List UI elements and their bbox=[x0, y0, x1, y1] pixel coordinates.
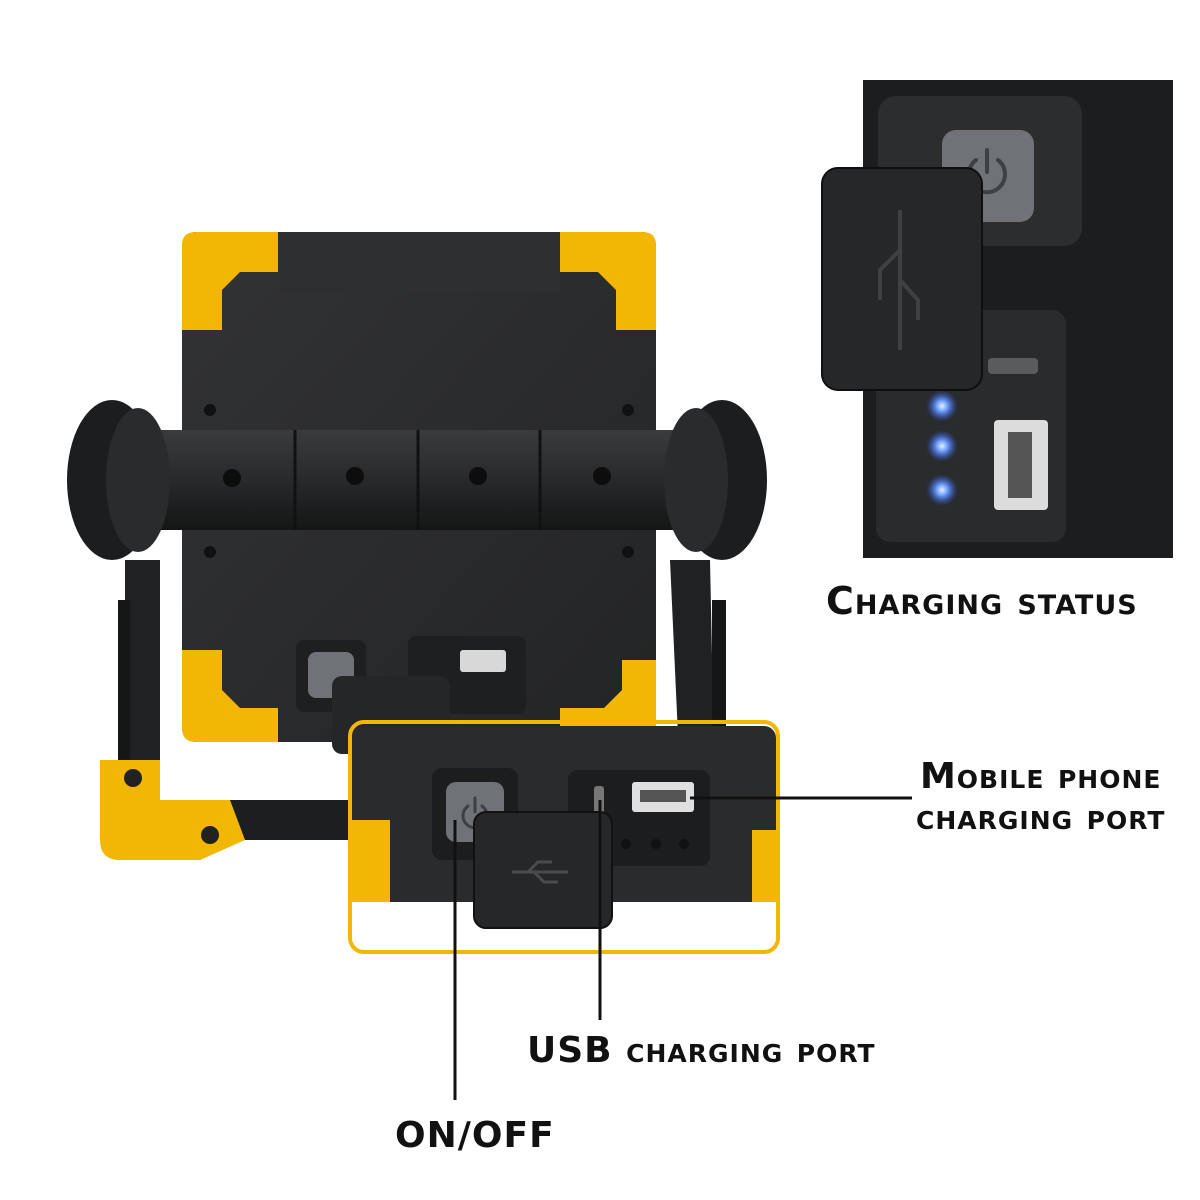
inset-usb-cover bbox=[473, 811, 613, 929]
label-on-off: ON/OFF bbox=[395, 1115, 555, 1156]
panel-top-plate bbox=[280, 232, 560, 292]
control-zoom-inset bbox=[348, 720, 780, 954]
hinge-hole bbox=[223, 469, 241, 487]
panel-screw bbox=[622, 404, 634, 416]
inset-led bbox=[651, 839, 661, 849]
charging-status-closeup bbox=[821, 80, 1173, 558]
work-light-body bbox=[67, 232, 767, 860]
hinge-bar bbox=[130, 430, 710, 530]
hinge-hole bbox=[593, 467, 611, 485]
corner-guard-bottom-left bbox=[182, 650, 278, 742]
hinge-hole bbox=[346, 467, 364, 485]
panel-usb-port bbox=[460, 650, 506, 672]
panel-screw bbox=[204, 546, 216, 558]
hinge-hole bbox=[469, 467, 487, 485]
charging-led bbox=[926, 430, 958, 462]
corner-guard-top-left bbox=[182, 232, 278, 330]
label-mobile-phone-charging-port: Mobile phone charging port bbox=[916, 756, 1165, 839]
closeup-micro-usb-port bbox=[988, 358, 1038, 374]
usb-symbol-icon bbox=[878, 210, 920, 350]
bracket-screw bbox=[201, 826, 219, 844]
charging-led bbox=[926, 390, 958, 422]
bracket-screw bbox=[124, 769, 142, 787]
label-charging-status: Charging status bbox=[826, 579, 1138, 623]
label-usb-charging-port: USB charging port bbox=[527, 1030, 876, 1071]
panel-screw bbox=[622, 546, 634, 558]
label-mobile-line2: charging port bbox=[916, 797, 1166, 839]
left-stand-leg bbox=[125, 560, 160, 800]
stand-hinge-bracket bbox=[100, 760, 245, 860]
usb-symbol-icon bbox=[512, 860, 568, 884]
inset-led bbox=[679, 839, 689, 849]
left-stand-grip bbox=[118, 600, 130, 760]
label-mobile-line1: Mobile phone bbox=[919, 756, 1162, 797]
corner-guard-top-right bbox=[560, 232, 656, 330]
panel-screw bbox=[204, 404, 216, 416]
charging-led bbox=[926, 474, 958, 506]
inset-led bbox=[621, 839, 631, 849]
